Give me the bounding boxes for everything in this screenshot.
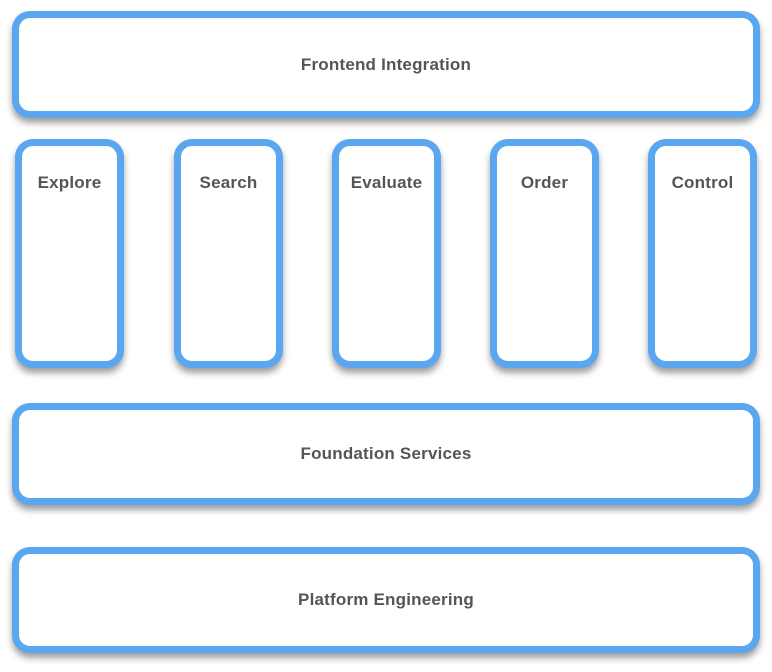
explore-label: Explore [37,173,102,192]
frontend-integration-label: Frontend Integration [300,54,472,74]
foundation-services-label: Foundation Services [300,444,472,463]
control-column: Control [648,139,757,368]
search-column: Search [174,139,283,368]
evaluate-column: Evaluate [332,139,441,368]
explore-column: Explore [15,139,124,368]
order-column: Order [490,139,599,368]
foundation-services-layer: Foundation Services [12,403,760,505]
control-label: Control [671,173,734,192]
platform-engineering-layer: Platform Engineering [12,547,760,653]
evaluate-label: Evaluate [350,173,423,192]
search-label: Search [199,173,258,192]
order-label: Order [520,173,569,192]
platform-engineering-label: Platform Engineering [298,590,474,609]
frontend-integration-layer: Frontend Integration [12,11,760,118]
